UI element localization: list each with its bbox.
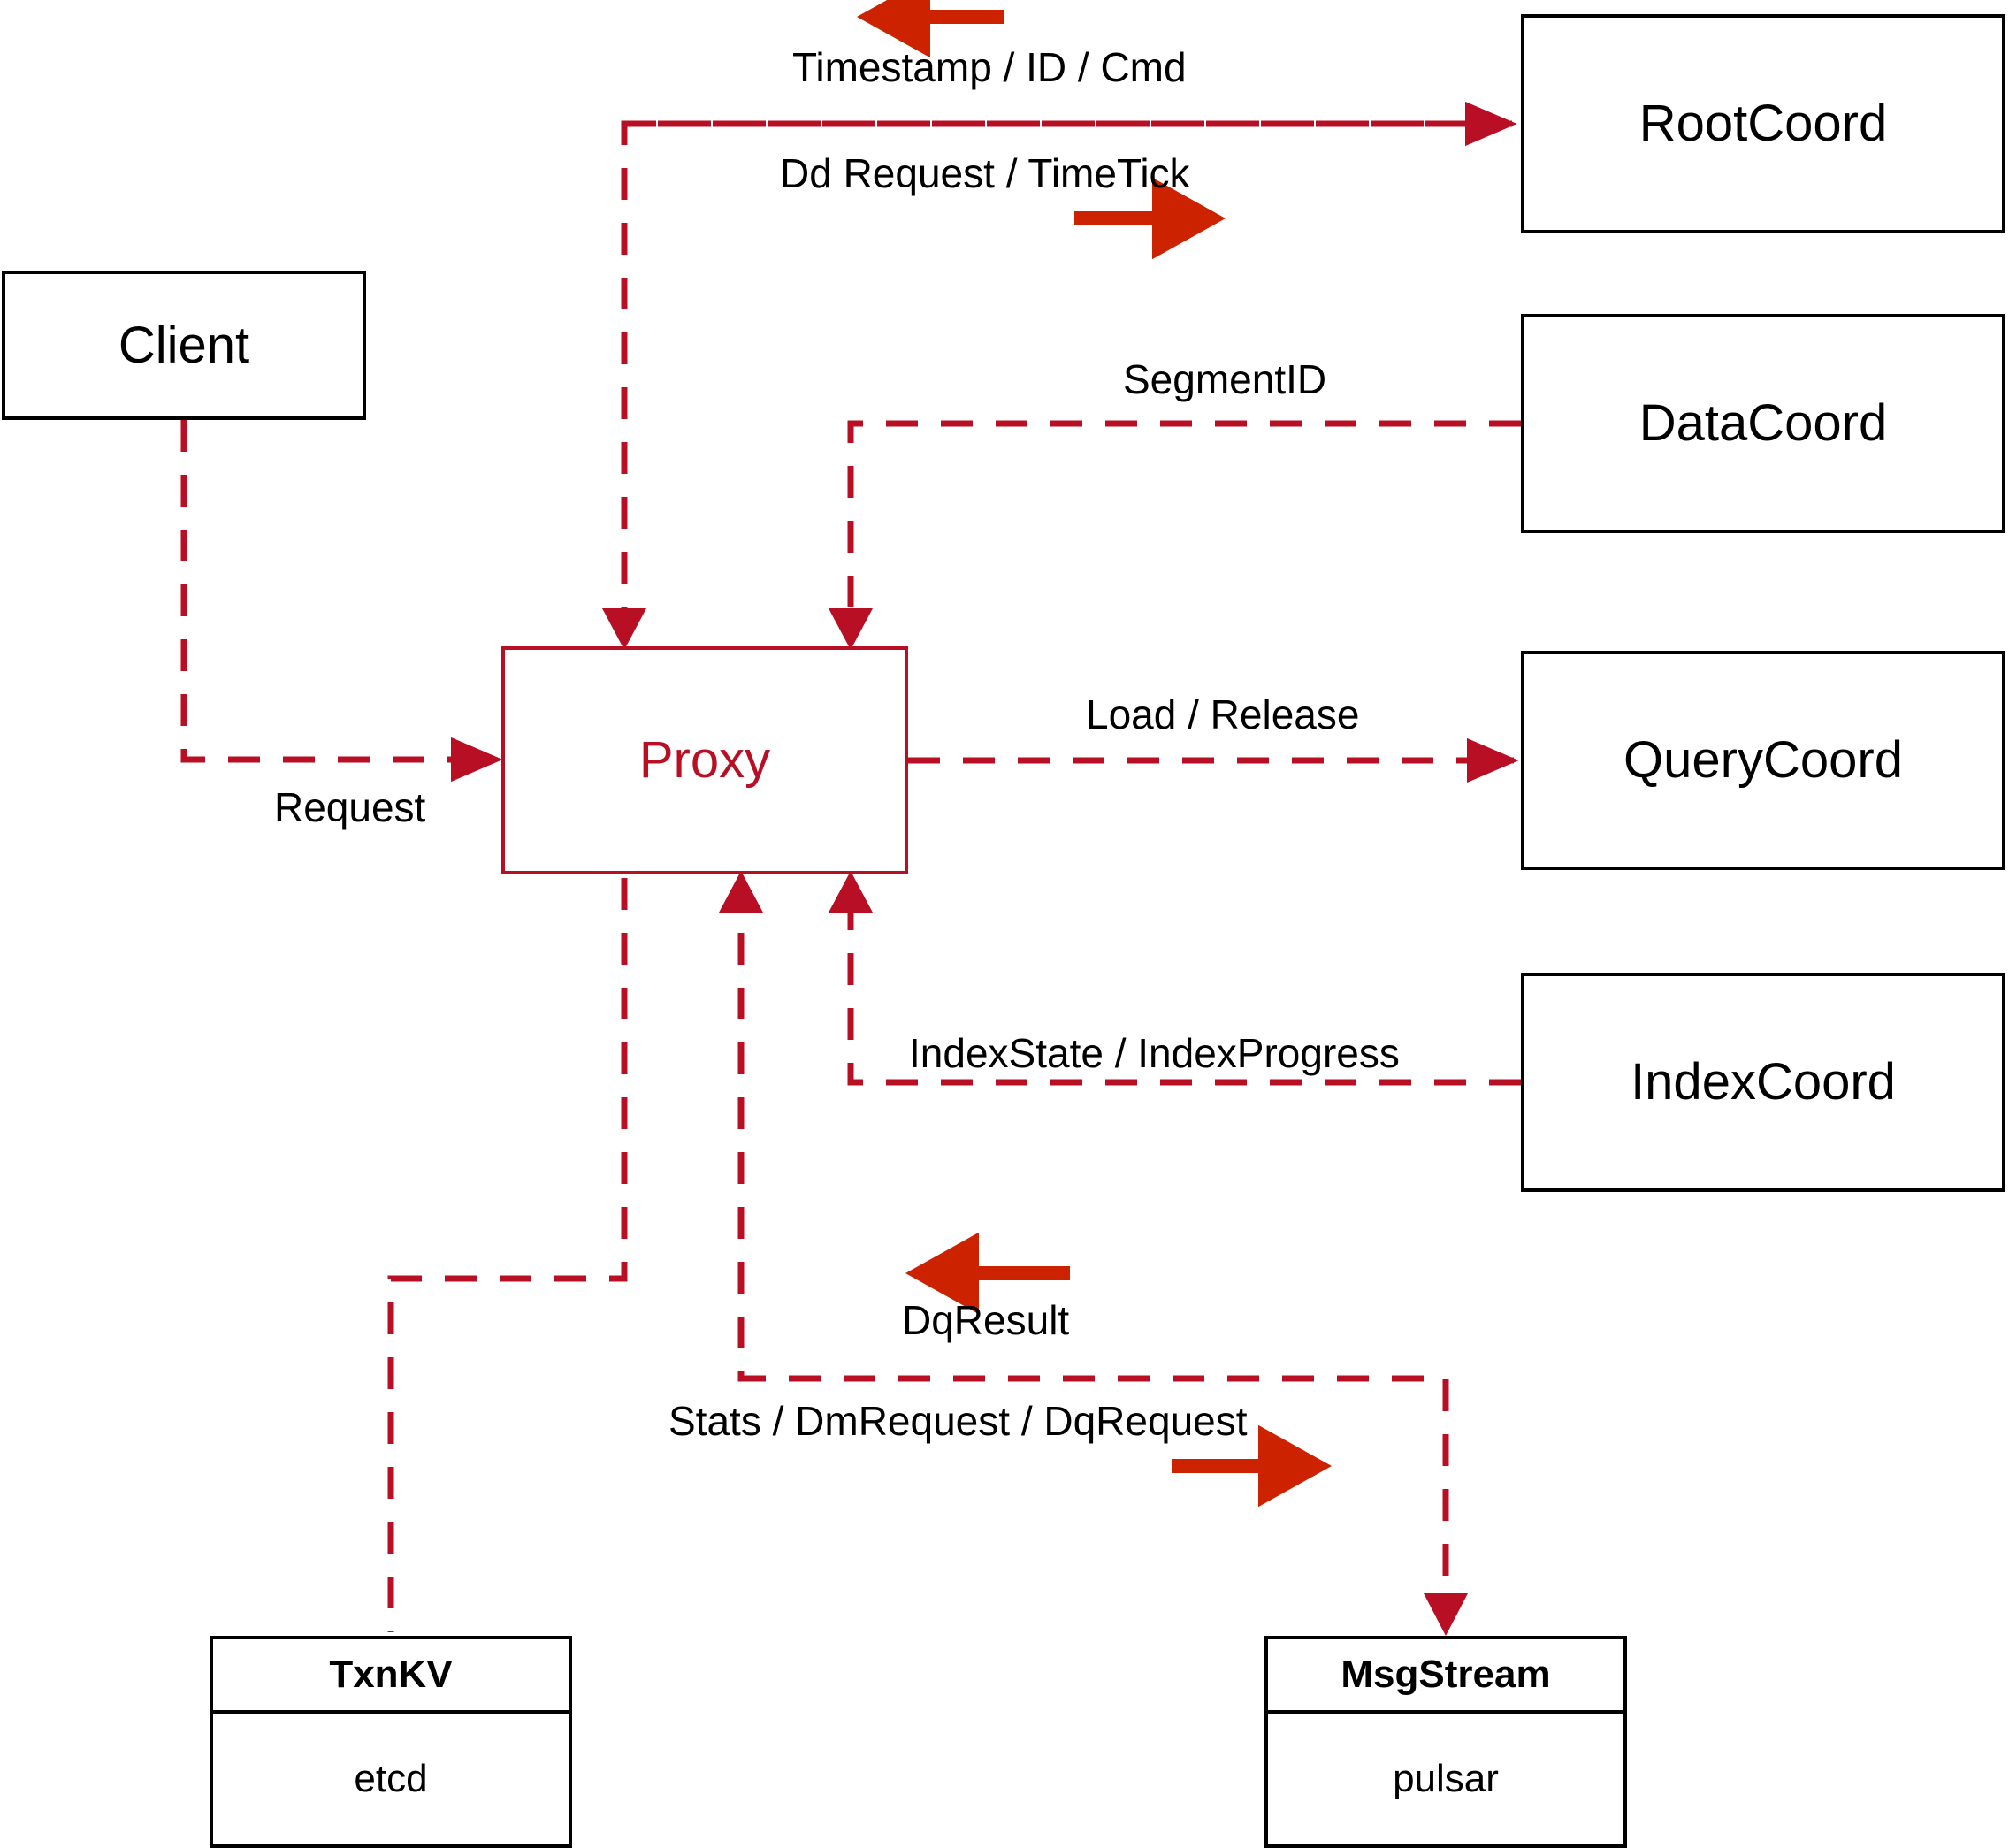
edge-label-dqresult: DqResult — [902, 1297, 1070, 1343]
node-rootcoord-label: RootCoord — [1639, 95, 1888, 152]
node-txnkv-title: TxnKV — [329, 1653, 453, 1696]
edge-datacoord-to-proxy — [847, 420, 1521, 643]
node-datacoord[interactable]: DataCoord — [1521, 314, 2005, 533]
edge-label-segmentid: SegmentID — [1123, 356, 1327, 402]
node-msgstream-title: MsgStream — [1341, 1653, 1551, 1696]
node-indexcoord[interactable]: IndexCoord — [1521, 973, 2005, 1192]
arrowhead-into-proxy-bottom-mid — [719, 871, 763, 913]
node-client-label: Client — [118, 316, 250, 374]
node-txnkv-body: etcd — [213, 1714, 569, 1844]
edge-proxy-to-msgstream — [737, 878, 1449, 1632]
arrowhead-into-proxy-top-left — [602, 608, 646, 650]
node-indexcoord-label: IndexCoord — [1631, 1053, 1896, 1111]
node-msgstream-sub: pulsar — [1393, 1757, 1499, 1800]
edge-label-dd-request-timetick: Dd Request / TimeTick — [780, 150, 1190, 196]
edge-label-load-release: Load / Release — [1086, 691, 1360, 737]
node-querycoord-label: QueryCoord — [1623, 731, 1903, 789]
edge-label-stats-dmrequest-dqrequest: Stats / DmRequest / DqRequest — [668, 1398, 1248, 1444]
node-msgstream-body: pulsar — [1268, 1714, 1623, 1844]
edge-label-indexstate-indexprogress: IndexState / IndexProgress — [909, 1030, 1400, 1076]
arrowhead-into-proxy-top-right — [829, 608, 873, 650]
node-txnkv-sub: etcd — [354, 1757, 428, 1800]
edge-label-timestamp-id-cmd: Timestamp / ID / Cmd — [792, 44, 1187, 90]
arrowhead-into-proxy-bottom-right — [829, 871, 873, 913]
node-proxy[interactable]: Proxy — [501, 646, 908, 874]
node-datacoord-label: DataCoord — [1639, 394, 1888, 452]
edge-client-to-proxy — [180, 420, 503, 783]
node-querycoord[interactable]: QueryCoord — [1521, 651, 2005, 870]
node-proxy-label: Proxy — [638, 731, 771, 789]
edge-proxy-to-txnkv — [387, 878, 628, 1632]
arrowhead-into-msgstream — [1424, 1593, 1468, 1636]
node-msgstream-header: MsgStream — [1268, 1639, 1623, 1714]
node-client[interactable]: Client — [2, 271, 366, 420]
edge-indexcoord-to-proxy — [847, 878, 1521, 1086]
node-msgstream[interactable]: MsgStream pulsar — [1264, 1636, 1627, 1848]
edge-proxy-rootcoord-down — [621, 120, 1512, 643]
node-rootcoord[interactable]: RootCoord — [1521, 14, 2005, 233]
node-txnkv-header: TxnKV — [213, 1639, 569, 1714]
edge-label-request: Request — [274, 784, 426, 830]
node-txnkv[interactable]: TxnKV etcd — [210, 1636, 572, 1848]
